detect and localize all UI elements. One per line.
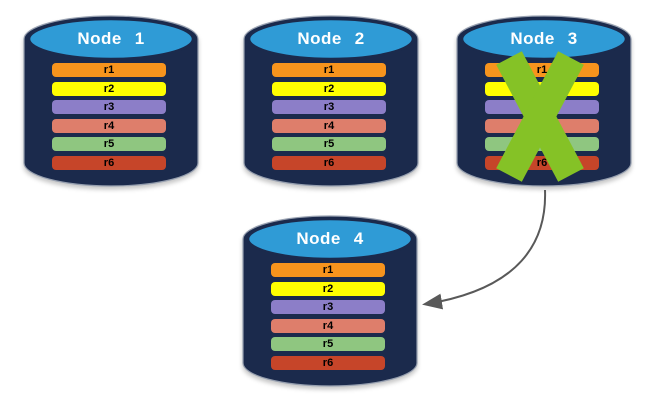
cylinder-top-ellipse — [247, 17, 415, 61]
arrow-curve — [422, 189, 547, 310]
failure-x-stroke — [496, 51, 584, 182]
node-1: Node 1 r1 r2 r3 r4 r5 r6 — [23, 14, 199, 188]
node-title: Node 4 — [296, 229, 364, 248]
record-r2: r2 — [271, 281, 385, 296]
cylinder-top-ellipse — [27, 17, 195, 61]
node-title: Node 3 — [510, 29, 578, 48]
record-r4: r4 — [272, 118, 386, 133]
record-r6: r6 — [52, 155, 166, 170]
record-r2: r2 — [52, 81, 166, 96]
cylinder-top-ellipse — [460, 17, 628, 61]
node-4: Node 4 r1 r2 r3 r4 r5 r6 — [242, 214, 418, 388]
record-r4: r4 — [271, 318, 385, 333]
record-r5: r5 — [271, 337, 385, 352]
record-list: r1 r2 r3 r4 r5 r6 — [271, 263, 385, 370]
record-list: r1 r2 r3 r4 r5 r6 — [52, 63, 166, 170]
failure-x-icon — [496, 51, 584, 182]
record-r3: r3 — [52, 100, 166, 115]
node-title: Node 2 — [297, 29, 365, 48]
record-r1: r1 — [271, 263, 385, 277]
node-title: Node 1 — [77, 29, 145, 48]
record-r5: r5 — [52, 137, 166, 152]
record-r1: r1 — [52, 63, 166, 77]
failover-arrow — [422, 189, 547, 310]
record-r4: r4 — [52, 118, 166, 133]
record-r3: r3 — [272, 100, 386, 115]
record-r6: r6 — [271, 355, 385, 370]
record-r6: r6 — [272, 155, 386, 170]
record-r2: r2 — [272, 81, 386, 96]
node-2: Node 2 r1 r2 r3 r4 r5 r6 — [243, 14, 419, 188]
record-r3: r3 — [271, 300, 385, 315]
record-r1: r1 — [272, 63, 386, 77]
record-list: r1 r2 r3 r4 r5 r6 — [272, 63, 386, 170]
record-r5: r5 — [272, 137, 386, 152]
cylinder-top-ellipse — [246, 217, 414, 261]
